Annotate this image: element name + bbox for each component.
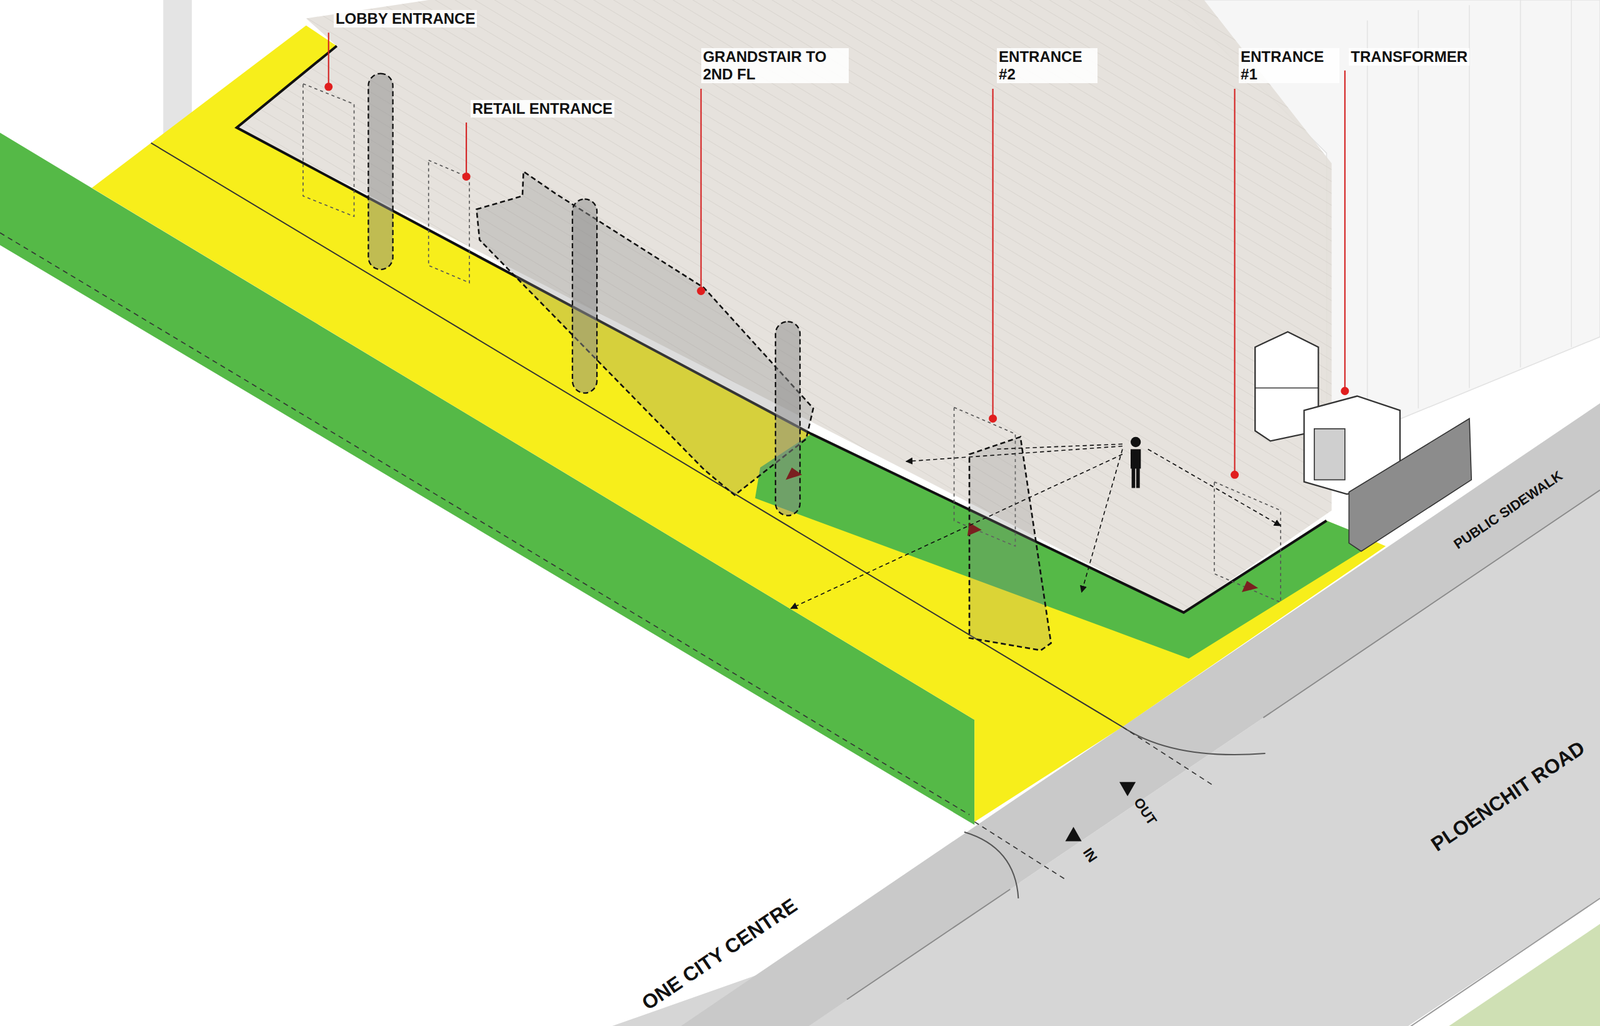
person-sightlines: [1130, 448, 1141, 469]
traffic-label: OUT: [1129, 793, 1162, 830]
site-zones: [236, 45, 1327, 612]
person-sightlines: [790, 454, 1123, 609]
transformer-equipment: [1348, 418, 1472, 551]
ground-floor-elements: [368, 73, 393, 270]
leader-line: [700, 88, 702, 291]
site-zones: [0, 25, 1386, 825]
building-mass: [1418, 10, 1420, 409]
site-zones: [151, 143, 1123, 727]
building-mass: [1520, 0, 1522, 368]
leader-line: [324, 32, 1349, 479]
leader-line: [462, 172, 471, 181]
ground-floor-elements: [775, 321, 800, 515]
ground-floor-elements: [303, 73, 1281, 651]
site-zones: [91, 25, 1386, 822]
ground-floor-elements: [303, 83, 355, 217]
leader-line: [1230, 470, 1239, 479]
site-zones: [755, 433, 1378, 659]
person-sightlines: [790, 436, 1281, 609]
leader-line: [1233, 88, 1235, 475]
road: [846, 888, 1010, 999]
person-sightlines: [1131, 467, 1136, 489]
street-label: PLOENCHIT ROAD: [1425, 735, 1592, 857]
ground-floor-elements: [572, 198, 597, 393]
road: [1065, 826, 1082, 842]
transformer-equipment: [1255, 387, 1319, 389]
road: [1263, 490, 1600, 718]
leader-line: [992, 88, 994, 419]
road: [1122, 726, 1266, 755]
ground-floor-elements: [969, 436, 1052, 650]
building-mass: [1570, 0, 1572, 347]
street-label: PUBLIC SIDEWALK: [1449, 466, 1568, 554]
person-sightlines: [995, 443, 1123, 449]
callout-label: TRANSFORMER: [1348, 48, 1470, 66]
ground-floor-elements: [967, 522, 982, 536]
transformer-equipment: [1314, 428, 1345, 480]
road: [1448, 923, 1600, 1026]
street-label: ONE CITY CENTRE: [635, 892, 803, 1016]
building-mass: [1366, 20, 1369, 429]
leader-line: [696, 286, 705, 295]
road: [974, 821, 1067, 880]
leader-line: [988, 414, 997, 423]
ground-floor-elements: [785, 467, 802, 480]
road: [964, 831, 1019, 899]
ground-floor-elements: [1214, 481, 1281, 603]
callout-label: ENTRANCE #1: [1238, 48, 1340, 84]
road: [1119, 781, 1136, 797]
site-zones: [0, 232, 970, 815]
leader-line: [465, 122, 467, 177]
leader-line: [1344, 70, 1346, 392]
ground-floor-elements: [1241, 580, 1259, 592]
leader-line: [1340, 386, 1349, 395]
leader-line: [328, 32, 330, 87]
callout-label: RETAIL ENTRANCE: [470, 100, 615, 118]
leader-line: [324, 82, 333, 91]
callout-label: LOBBY ENTRANCE: [333, 10, 478, 28]
person-sightlines: [1130, 436, 1141, 447]
traffic-label: IN: [1078, 843, 1102, 867]
transformer-equipment: [1255, 331, 1472, 552]
road: [1408, 898, 1600, 1026]
person-sightlines: [1136, 467, 1140, 489]
road: [1122, 726, 1215, 787]
callout-label: ENTRANCE #2: [996, 48, 1098, 84]
callout-label: GRANDSTAIR TO 2ND FL: [701, 48, 849, 84]
person-sightlines: [1148, 448, 1281, 525]
ground-floor-elements: [476, 171, 814, 495]
